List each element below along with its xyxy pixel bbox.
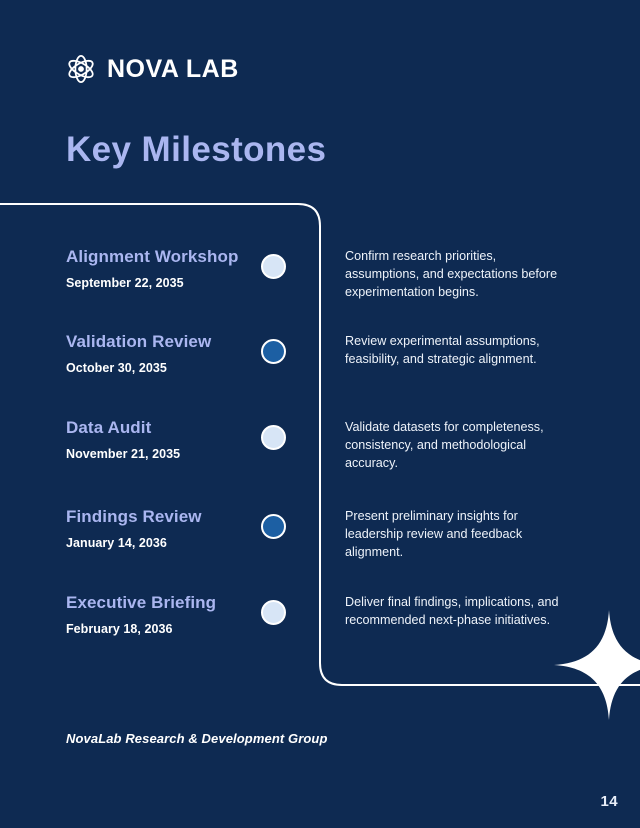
brand-name: NOVA LAB xyxy=(107,54,239,83)
timeline-item-title: Data Audit xyxy=(66,418,152,437)
timeline-item-title: Alignment Workshop xyxy=(66,247,239,266)
timeline-item-date: October 30, 2035 xyxy=(66,361,167,376)
timeline-item-description: Deliver final findings, implications, an… xyxy=(345,595,559,627)
timeline-node xyxy=(255,589,345,625)
timeline-item-date: February 18, 2036 xyxy=(66,622,173,637)
timeline-item-labels: Data Audit November 21, 2035 xyxy=(0,414,255,462)
page-number: 14 xyxy=(600,793,618,810)
timeline-item-description: Confirm research priorities, assumptions… xyxy=(345,249,558,299)
timeline-item-labels: Findings Review January 14, 2036 xyxy=(0,503,255,551)
timeline-dot-light xyxy=(261,600,286,625)
footer-note: NovaLab Research & Development Group xyxy=(66,731,328,746)
timeline-item-labels: Alignment Workshop September 22, 2035 xyxy=(0,243,255,291)
timeline-item-5[interactable]: Executive Briefing February 18, 2036 Del… xyxy=(0,589,640,663)
timeline-item-date: November 21, 2035 xyxy=(66,447,181,462)
timeline-item-date: January 14, 2036 xyxy=(66,536,167,551)
timeline-item-2[interactable]: Validation Review October 30, 2035 Revie… xyxy=(0,328,640,402)
timeline-node xyxy=(255,243,345,279)
four-point-star-icon xyxy=(554,610,640,720)
timeline-dot-light xyxy=(261,425,286,450)
timeline-item-date: September 22, 2035 xyxy=(66,276,184,291)
timeline-node xyxy=(255,414,345,450)
timeline-node xyxy=(255,503,345,539)
atom-icon xyxy=(66,54,96,84)
timeline-item-title: Findings Review xyxy=(66,507,202,526)
timeline-dot-light xyxy=(261,254,286,279)
timeline-item-labels: Validation Review October 30, 2035 xyxy=(0,328,255,376)
timeline-dot-dark xyxy=(261,339,286,364)
timeline-item-4[interactable]: Findings Review January 14, 2036 Present… xyxy=(0,503,640,577)
timeline-dot-dark xyxy=(261,514,286,539)
timeline-item-title: Validation Review xyxy=(66,332,212,351)
timeline-item-3[interactable]: Data Audit November 21, 2035 Validate da… xyxy=(0,414,640,488)
timeline-item-1[interactable]: Alignment Workshop September 22, 2035 Co… xyxy=(0,243,640,317)
timeline-node xyxy=(255,328,345,364)
timeline-item-description: Validate datasets for completeness, cons… xyxy=(345,420,544,470)
timeline-item-description: Present preliminary insights for leaders… xyxy=(345,509,523,559)
timeline-item-labels: Executive Briefing February 18, 2036 xyxy=(0,589,255,637)
timeline-item-description: Review experimental assumptions, feasibi… xyxy=(345,334,540,366)
page-title: Key Milestones xyxy=(66,130,327,169)
timeline-item-title: Executive Briefing xyxy=(66,593,217,612)
brand-logo: NOVA LAB xyxy=(66,54,239,84)
